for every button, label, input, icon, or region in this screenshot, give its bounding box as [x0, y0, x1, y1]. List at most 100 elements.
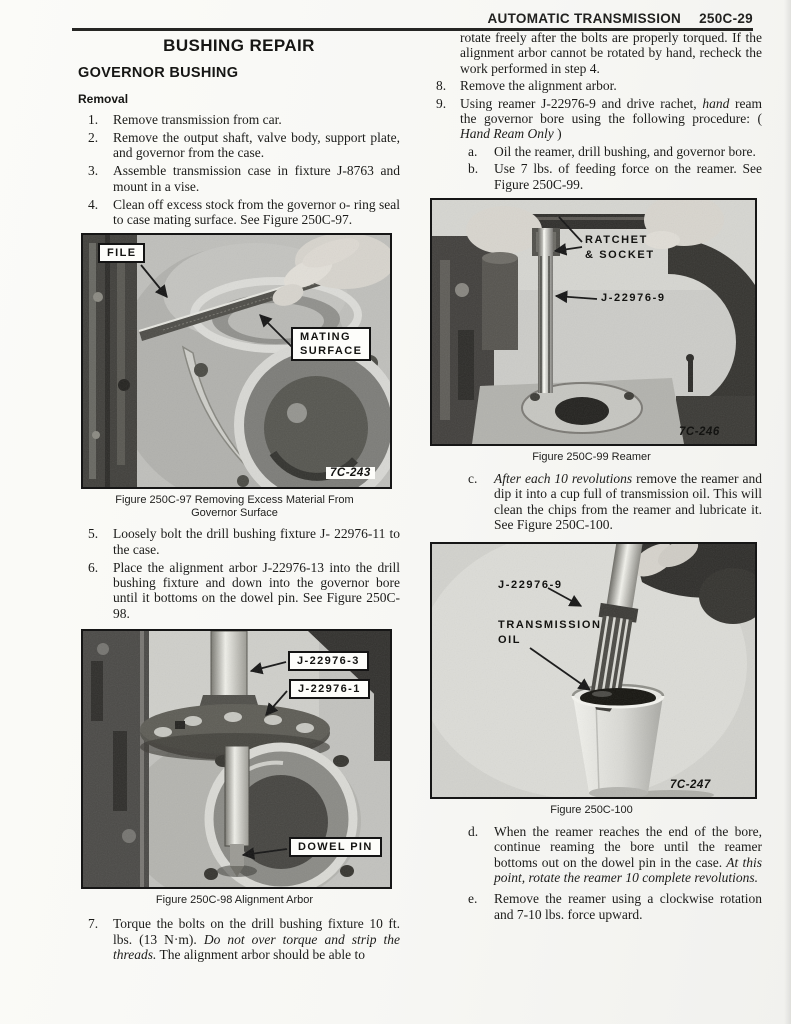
figure-250c-100: J-22976-9 TRANSMISSION OIL 7C-247: [430, 541, 757, 799]
page-number: 250C-29: [699, 11, 753, 26]
step-item: 8. Remove the alignment arbor.: [432, 78, 762, 93]
step-number: 8.: [436, 78, 447, 94]
step-number: 9.: [436, 95, 447, 111]
figure-label-text: OIL: [498, 633, 522, 646]
step-text-segment: When the reamer reaches the end of the b…: [494, 823, 762, 870]
step-text-segment: remove the reamer and dip it into a cup …: [494, 471, 762, 533]
step-number: 1.: [88, 112, 99, 127]
figure-label-j22976-1: J-22976-1: [289, 679, 370, 700]
figure-label-text: MATING: [300, 331, 351, 344]
figure-label-dowel-pin: DOWEL PIN: [289, 837, 382, 858]
figure-label-text: RATCHET: [585, 234, 648, 247]
step-text-segment: Using reamer J-22976-9 and drive rachet,: [460, 95, 703, 111]
step-item: 1. Remove transmission from car.: [78, 112, 400, 127]
figure-label-ratchet-socket: RATCHET & SOCKET: [585, 233, 655, 263]
left-column: BUSHING REPAIR GOVERNOR BUSHING Removal …: [78, 34, 400, 965]
figure-250c-98-caption: Figure 250C-98 Alignment Arbor: [155, 894, 314, 907]
step-text: Remove the alignment arbor.: [460, 78, 617, 94]
subsection-heading: Removal: [78, 92, 129, 106]
step-text-segment-italic: At this point, rotate the reamer 10 comp…: [494, 854, 762, 885]
step-number: 3.: [88, 163, 99, 179]
step-text-segment-italic: Do not over torque and strip the threads…: [113, 931, 401, 963]
step-7-block: 7. Torque the bolts on the drill bushing…: [78, 916, 400, 962]
step-number: 2.: [88, 129, 99, 145]
step-item: 6. Place the alignment arbor J-22976-13 …: [78, 560, 400, 622]
figure-label-j22976-9: J-22976-9: [601, 292, 666, 305]
figure-250c-97-photo: [83, 235, 390, 488]
step-text-segment-italic: hand: [702, 95, 730, 111]
step-number: 7.: [88, 916, 99, 932]
step-text-segment: ): [553, 126, 562, 142]
substep-item: a. Oil the reamer, drill bushing, and go…: [432, 144, 762, 159]
step-item: 3. Assemble transmission case in fixture…: [78, 163, 400, 194]
figure-250c-97: FILE MATING SURFACE 7C-243: [81, 233, 392, 490]
substep-text: Remove the reamer using a clockwise rota…: [494, 891, 762, 922]
header-rule: [72, 28, 753, 31]
step-item: 7. Torque the bolts on the drill bushing…: [78, 916, 400, 962]
step-text: Using reamer J-22976-9 and drive rachet,…: [460, 96, 762, 142]
substep-c-block: c. After each 10 revolutions remove the …: [432, 471, 762, 533]
page-title: BUSHING REPAIR: [163, 36, 315, 55]
figure-label-text: FILE: [107, 247, 137, 260]
substep-item: b. Use 7 lbs. of feeding force on the re…: [432, 161, 762, 192]
step-number: 5.: [88, 526, 99, 542]
substep-letter: c.: [468, 471, 478, 487]
step-text: Torque the bolts on the drill bushing fi…: [113, 916, 400, 962]
step-item: 5. Loosely bolt the drill bushing fixtur…: [78, 526, 400, 557]
running-head: AUTOMATIC TRANSMISSION 250C-29: [72, 11, 753, 26]
substep-item: d. When the reamer reaches the end of th…: [432, 824, 762, 886]
step-text-segment-italic: Hand Ream Only: [460, 126, 554, 142]
continuation-paragraph: rotate freely after the bolts are proper…: [460, 30, 762, 76]
step-item: 2. Remove the output shaft, valve body, …: [78, 130, 400, 161]
step-item: 4. Clean off excess stock from the gover…: [78, 197, 400, 228]
figure-label-text: TRANSMISSION: [498, 618, 602, 631]
figure-label-j22976-3: J-22976-3: [288, 651, 369, 672]
figure-250c-98: J-22976-3 J-22976-1 DOWEL PIN: [81, 629, 392, 890]
substep-text: After each 10 revolutions remove the rea…: [494, 471, 762, 533]
step-text: Assemble transmission case in fixture J-…: [113, 163, 400, 194]
section-heading: GOVERNOR BUSHING: [78, 65, 239, 81]
running-head-title: AUTOMATIC TRANSMISSION: [487, 11, 682, 26]
steps-5-6: 5. Loosely bolt the drill bushing fixtur…: [78, 526, 400, 621]
step-item: 9. Using reamer J-22976-9 and drive rach…: [432, 96, 762, 142]
step-text-segment: ream the governor bore using the followi…: [460, 95, 763, 127]
figure-250c-99-caption: Figure 250C-99 Reamer: [532, 451, 651, 464]
figure-label-text: & SOCKET: [585, 249, 655, 262]
step-text: Remove the output shaft, valve body, sup…: [113, 129, 400, 161]
step-number: 6.: [88, 559, 99, 575]
substep-text: Use 7 lbs. of feeding force on the reame…: [494, 161, 762, 192]
figure-250c-99-photo: [432, 200, 755, 445]
substep-item: c. After each 10 revolutions remove the …: [432, 471, 762, 533]
figure-label-mating-surface: MATING SURFACE: [291, 327, 372, 362]
figure-250c-97-caption: Figure 250C-97 Removing Excess Material …: [78, 494, 391, 520]
figure-code: 7C-243: [326, 467, 375, 480]
substep-letter: d.: [468, 823, 479, 839]
substep-text: When the reamer reaches the end of the b…: [494, 824, 762, 886]
substeps-d-e: d. When the reamer reaches the end of th…: [432, 824, 762, 922]
figure-250c-100-caption: Figure 250C-100: [550, 803, 633, 816]
substep-letter: e.: [468, 891, 478, 907]
substep-text: Oil the reamer, drill bushing, and gover…: [494, 143, 756, 159]
step-text-segment: Torque the bolts on the drill bushing fi…: [113, 916, 400, 947]
right-column: rotate freely after the bolts are proper…: [430, 30, 762, 924]
step-number: 4.: [88, 196, 99, 212]
step-text: Clean off excess stock from the governor…: [113, 196, 400, 227]
step-text: Loosely bolt the drill bushing fixture J…: [113, 526, 400, 557]
figure-label-transmission-oil: TRANSMISSION OIL: [498, 618, 602, 648]
figure-label-j22976-9: J-22976-9: [498, 578, 563, 591]
step-text-segment: The alignment arbor should be able to: [156, 947, 365, 963]
step-text-segment-italic: After each 10 revolutions: [494, 471, 633, 487]
figure-code: 7C-247: [670, 778, 711, 791]
caption-line: Governor Surface: [191, 507, 278, 520]
step-text: Remove transmission from car.: [113, 112, 282, 127]
caption-line: Figure 250C-97 Removing Excess Material …: [115, 494, 354, 507]
step-text: Place the alignment arbor J-22976-13 int…: [113, 559, 400, 621]
substep-letter: b.: [468, 161, 479, 177]
substep-letter: a.: [468, 143, 478, 159]
substep-item: e. Remove the reamer using a clockwise r…: [432, 891, 762, 922]
figure-250c-100-photo: [432, 543, 755, 797]
figure-label-file: FILE: [98, 243, 146, 264]
figure-label-text: SURFACE: [300, 345, 363, 358]
figure-code: 7C-246: [679, 426, 720, 439]
